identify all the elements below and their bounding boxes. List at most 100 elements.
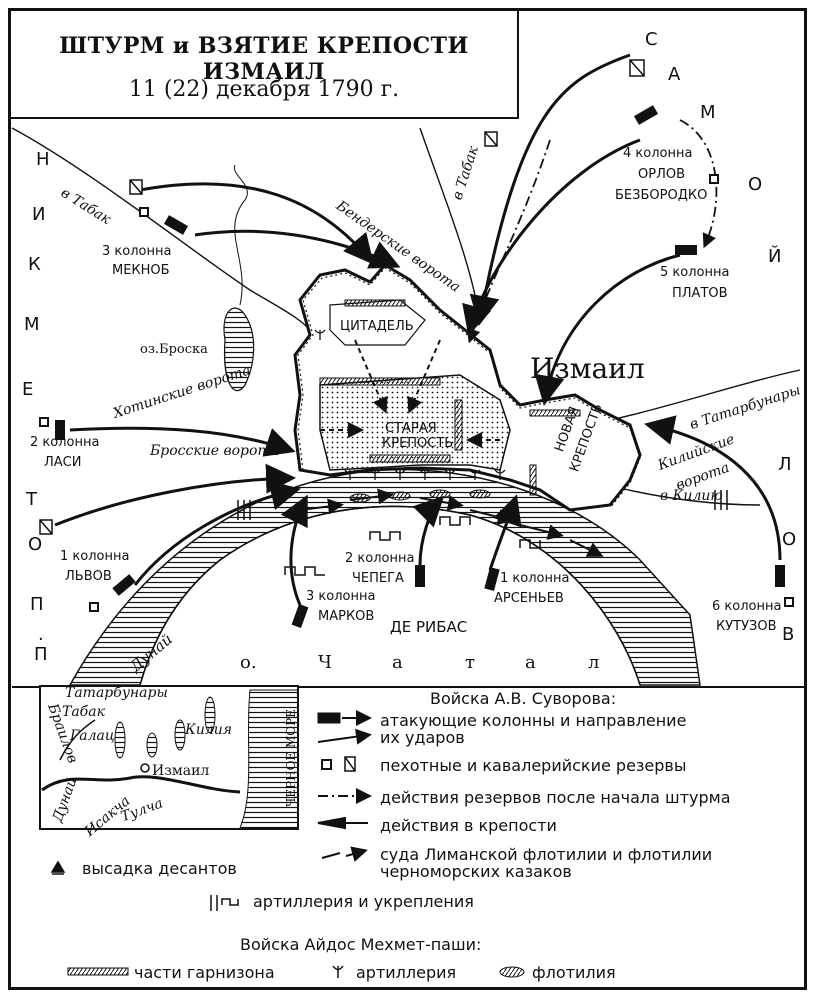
c4-orlov-3: БЕЗБОРОДКО: [615, 188, 707, 203]
road-tatarbunary-label: в Татарбунары: [688, 382, 803, 433]
svg-text:В: В: [782, 624, 794, 645]
reserve-arrows: [466, 119, 718, 344]
inset-danube: [41, 775, 241, 794]
citadel-label: ЦИТАДЕЛЬ: [340, 319, 414, 334]
attack-arrows: [54, 53, 782, 606]
inset-tatarbunary: Татарбунары: [65, 685, 168, 701]
c3-meknob-2: МЕКНОБ: [112, 263, 170, 278]
svg-text:Й: Й: [768, 245, 781, 267]
legend-reserve-actions: действия резервов после начала штурма: [380, 788, 731, 807]
khotin-gate: Хотинские ворота: [110, 362, 252, 422]
old-fortress-label-1: СТАРАЯ: [385, 421, 437, 436]
road-tabak-top-label: в Табак: [450, 144, 483, 202]
de-ribas: ДЕ РИБАС: [390, 618, 467, 636]
c4-orlov-2: ОРЛОВ: [638, 167, 685, 182]
c2-chepega-2: ЧЕПЕГА: [352, 571, 404, 586]
c2-lasi-2: ЛАСИ: [44, 455, 81, 470]
svg-text:Н: Н: [36, 149, 50, 170]
chatal-island-shore: [139, 505, 641, 686]
c3-markov-1: 3 колонна: [306, 589, 375, 604]
inset-lakes: [114, 696, 216, 759]
inset-prut: [59, 719, 96, 761]
svg-text:т: т: [465, 652, 475, 673]
legend-enemy-header: Войска Айдос Мехмет-паши:: [240, 935, 482, 954]
garrison-1: [319, 377, 441, 386]
c1-lvov-2: ЛЬВОВ: [65, 569, 112, 584]
legend-attack-columns-2: их ударов: [380, 728, 465, 747]
legend-suvorov-header: Войска А.В. Суворова:: [430, 689, 617, 708]
inset-izmail-dot: [140, 763, 150, 773]
map-date: 11 (22) декабря 1790 г.: [128, 77, 400, 102]
c2-lasi-1: 2 колонна: [30, 435, 99, 450]
garrison-2: [369, 454, 451, 463]
legend-reserves: пехотные и кавалерийские резервы: [380, 756, 687, 775]
inset-tabak: Табак: [62, 704, 106, 720]
legend-enemy-artillery: артиллерия: [356, 963, 457, 982]
legend-flotilla-2: черноморских казаков: [380, 862, 572, 881]
svg-text:П: П: [34, 644, 48, 665]
garrison-6: [529, 464, 537, 496]
legend-landing: высадка десантов: [82, 859, 237, 878]
svg-text:о.: о.: [240, 652, 257, 673]
lake-broska: [223, 307, 255, 392]
map-title: ШТУРМ и ВЗЯТИЕ КРЕПОСТИ ИЗМАИЛ: [59, 33, 469, 85]
c2-chepega-1: 2 колонна: [345, 551, 414, 566]
column-labels: 3 колонна МЕКНОБ 2 колонна ЛАСИ 1 колонн…: [30, 146, 781, 636]
svg-text:С: С: [645, 29, 658, 50]
svg-text:а: а: [525, 652, 536, 673]
svg-text:М: М: [24, 314, 40, 335]
stream: [233, 164, 248, 306]
legend-garrison: части гарнизона: [134, 963, 275, 982]
legend-symbols: [50, 710, 525, 978]
svg-text:О: О: [748, 174, 762, 195]
c5-platov-1: 5 колонна: [660, 265, 729, 280]
column-markers: [55, 105, 785, 629]
c5-platov-2: ПЛАТОВ: [672, 286, 728, 301]
garrison-5: [529, 409, 581, 417]
fortress-rampart-dots: [297, 267, 641, 509]
cavalry-reserve-flags: [39, 59, 645, 535]
c3-meknob-1: 3 колонна: [102, 244, 171, 259]
c1-arsenev-2: АРСЕНЬЕВ: [494, 591, 564, 606]
potemkin-label: П . П О Т Е М К И Н: [22, 149, 50, 665]
c6-kutuzov-2: КУТУЗОВ: [716, 619, 777, 634]
legend-enemy-flotilla: флотилия: [532, 963, 616, 982]
svg-text:Е: Е: [22, 379, 33, 400]
fortress-name: Измаил: [530, 352, 645, 385]
svg-text:л: л: [588, 652, 599, 673]
inset-izmail: Измаил: [152, 763, 209, 779]
svg-text:О: О: [782, 529, 796, 550]
old-fortress-label-2: КРЕПОСТЬ: [382, 436, 453, 451]
c3-markov-2: МАРКОВ: [318, 609, 374, 624]
road-tabak-left: [11, 127, 311, 331]
legend-artillery-fort: артиллерия и укрепления: [253, 892, 474, 911]
title-box: ШТУРМ и ВЗЯТИЕ КРЕПОСТИ ИЗМАИЛ 11 (22) д…: [11, 11, 519, 119]
road-kiliya-label: в Килию: [660, 488, 723, 504]
samoilov-label: С А М О Й Л О В: [645, 29, 796, 645]
svg-text:Т: Т: [25, 489, 38, 510]
legend-fortress-actions: действия в крепости: [380, 816, 557, 835]
legend-flotilla-1: суда Лиманской флотилии и флотилии: [380, 845, 713, 864]
svg-text:И: И: [32, 204, 45, 225]
svg-text:М: М: [700, 102, 716, 123]
chatal-island-label: о. Ч а т а л: [240, 652, 599, 673]
fortress-action-arrows: [320, 339, 500, 448]
svg-text:Ч: Ч: [318, 652, 332, 673]
garrison-4: [344, 299, 406, 307]
c1-arsenev-1: 1 колонна: [500, 571, 569, 586]
c1-lvov-1: 1 колонна: [60, 549, 129, 564]
lake-label: оз.Броска: [140, 342, 208, 357]
c6-kutuzov-1: 6 колонна: [712, 599, 781, 614]
inset-kiliya: Килия: [184, 722, 232, 738]
garrison-3: [454, 399, 463, 451]
svg-text:О: О: [28, 534, 42, 555]
legend-attack-columns-1: атакующие колонны и направление: [380, 711, 687, 730]
c4-orlov-1: 4 колонна: [623, 146, 692, 161]
road-kiliya: [619, 487, 761, 506]
brossk-gate: Бросские ворота: [149, 443, 279, 459]
inset-black-sea-label: ЧЕРНОЕ МОРЕ: [284, 709, 298, 807]
enemy-artillery-row: [314, 329, 506, 480]
inset-black-sea: [239, 689, 299, 829]
road-tabak-left-label: в Табак: [58, 185, 114, 228]
